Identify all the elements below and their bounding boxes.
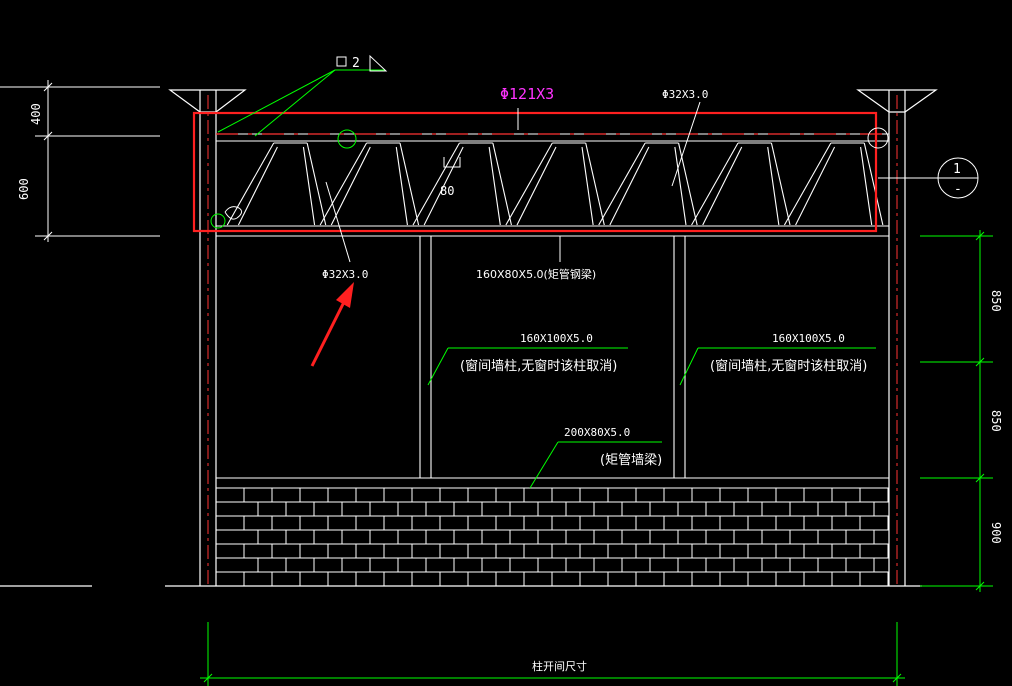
- truss-web-member: [399, 142, 420, 226]
- truss-web-member: [492, 142, 512, 226]
- truss-web-member: [767, 146, 780, 226]
- dim-right-2: 850: [989, 410, 1003, 432]
- right-column: [856, 89, 938, 586]
- web-right-label: Φ32X3.0: [662, 88, 708, 101]
- truss-web-member: [609, 146, 650, 226]
- truss-web-member: [598, 142, 646, 226]
- dim-right-1: 850: [989, 290, 1003, 312]
- col-left-size: 160X100X5.0: [520, 332, 593, 345]
- truss-web-member: [585, 142, 605, 226]
- bottom-dimension: [200, 622, 905, 686]
- dim-left-400: 400: [29, 103, 43, 125]
- brick-wall: [215, 487, 890, 587]
- col-right-note: (窗间墙柱,无窗时该柱取消): [710, 358, 867, 374]
- truss-web-member: [412, 142, 460, 226]
- truss-web-member: [488, 146, 501, 226]
- truss-web-member: [770, 142, 791, 226]
- window-posts: [419, 236, 686, 478]
- truss-web-member: [516, 146, 557, 226]
- truss-web-member: [674, 146, 687, 226]
- top-chord-label: Φ121X3: [500, 85, 554, 103]
- truss-web-member: [702, 146, 743, 226]
- truss-web-member: [237, 146, 278, 226]
- col-left-note: (窗间墙柱,无窗时该柱取消): [460, 358, 617, 374]
- left-dimensions: [0, 80, 160, 242]
- truss-web-member: [395, 146, 408, 226]
- truss-web-member: [319, 142, 368, 226]
- dim-left-600: 600: [17, 178, 31, 200]
- dim-right-3: 900: [989, 522, 1003, 544]
- wall-beam-size: 200X80X5.0: [564, 426, 630, 439]
- truss-web-member: [795, 146, 836, 226]
- white-leaders: [224, 101, 979, 263]
- col-right-size: 160X100X5.0: [772, 332, 845, 345]
- truss-web-member: [302, 146, 316, 226]
- highlight-box: [192, 111, 878, 233]
- truss-web-member: [691, 142, 739, 226]
- truss-web-member: [581, 146, 594, 226]
- truss-web-member: [860, 146, 873, 226]
- truss-web-member: [783, 142, 832, 226]
- annotation-arrow: [310, 282, 354, 367]
- spacing-label: 80: [440, 184, 454, 198]
- truss-web-member: [505, 142, 553, 226]
- truss-webs: [226, 142, 884, 226]
- bottom-dim-label: 柱开间尺寸: [532, 659, 587, 673]
- left-column: [168, 89, 247, 586]
- truss-web-member: [330, 146, 371, 226]
- section-mark-number: 2: [352, 56, 360, 71]
- right-dimensions: [920, 230, 993, 592]
- callout-number: 1: [953, 162, 961, 177]
- truss-web-member: [678, 142, 698, 226]
- web-bottom-label: Φ32X3.0: [322, 268, 368, 281]
- leader-lines: [217, 69, 876, 489]
- truss-web-member: [423, 146, 464, 226]
- roof-truss: [216, 133, 889, 237]
- truss-web-member: [306, 142, 327, 226]
- truss-web-member: [863, 142, 884, 226]
- wall-beam-note: (矩管墙梁): [600, 453, 662, 468]
- callout-sub: -: [954, 182, 962, 197]
- truss-web-member: [226, 142, 275, 226]
- section-mark: [336, 54, 388, 72]
- bottom-chord-label: 160X80X5.0(矩管钢梁): [476, 267, 596, 281]
- joint-marks: [210, 127, 889, 229]
- wall-beam: [216, 477, 889, 489]
